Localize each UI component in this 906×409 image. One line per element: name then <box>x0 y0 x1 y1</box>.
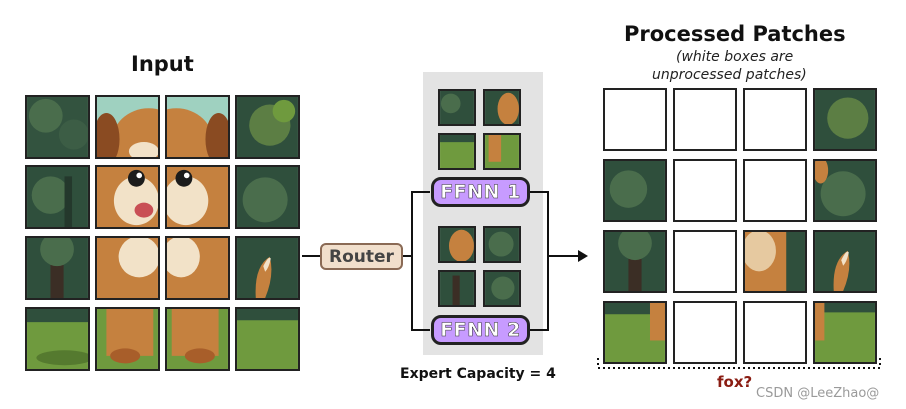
ffnn-2-box: FFNN 2 <box>431 315 530 345</box>
expert-capacity-label: Expert Capacity = 4 <box>400 366 556 382</box>
output-subtitle-line2: unprocessed patches) <box>652 67 807 83</box>
unprocessed-patch <box>673 301 737 364</box>
watermark: CSDN @LeeZhao@ <box>756 386 880 401</box>
expert-1-patch <box>438 89 476 126</box>
expert-1-patch <box>438 133 476 170</box>
processed-patch <box>603 301 667 364</box>
expert-1-patch <box>483 89 521 126</box>
input-patch <box>95 307 160 371</box>
processed-patch <box>603 159 667 222</box>
input-patch <box>235 307 300 371</box>
expert-1-patch <box>483 133 521 170</box>
input-patch <box>235 236 300 300</box>
input-title: Input <box>131 52 194 76</box>
input-patch <box>235 165 300 229</box>
input-patch <box>25 95 90 159</box>
unprocessed-patch <box>743 159 807 222</box>
expert-2-patch <box>438 226 476 263</box>
expert-2-patch <box>483 226 521 263</box>
input-patch <box>95 165 160 229</box>
input-patch <box>165 236 230 300</box>
input-patch <box>165 307 230 371</box>
fox-annotation: fox? <box>717 373 753 391</box>
processed-patch <box>813 301 877 364</box>
unprocessed-patch <box>673 230 737 293</box>
output-subtitle-line1: (white boxes are <box>676 49 794 65</box>
router-box: Router <box>320 243 403 270</box>
expert-2-patch <box>483 270 521 307</box>
input-patch <box>95 236 160 300</box>
processed-patch <box>813 230 877 293</box>
processed-patch <box>603 230 667 293</box>
input-patch <box>25 236 90 300</box>
processed-patch <box>813 88 877 151</box>
input-patch <box>165 165 230 229</box>
unprocessed-patch <box>673 88 737 151</box>
processed-patch <box>813 159 877 222</box>
input-patch <box>235 95 300 159</box>
processed-patch <box>743 230 807 293</box>
input-patch <box>165 95 230 159</box>
unprocessed-patch <box>743 301 807 364</box>
expert-2-patch <box>438 270 476 307</box>
output-title: Processed Patches <box>624 22 846 46</box>
input-patch <box>25 307 90 371</box>
input-patch <box>25 165 90 229</box>
ffnn-1-box: FFNN 1 <box>431 177 530 207</box>
unprocessed-patch <box>743 88 807 151</box>
unprocessed-patch <box>603 88 667 151</box>
unprocessed-patch <box>673 159 737 222</box>
input-patch <box>95 95 160 159</box>
